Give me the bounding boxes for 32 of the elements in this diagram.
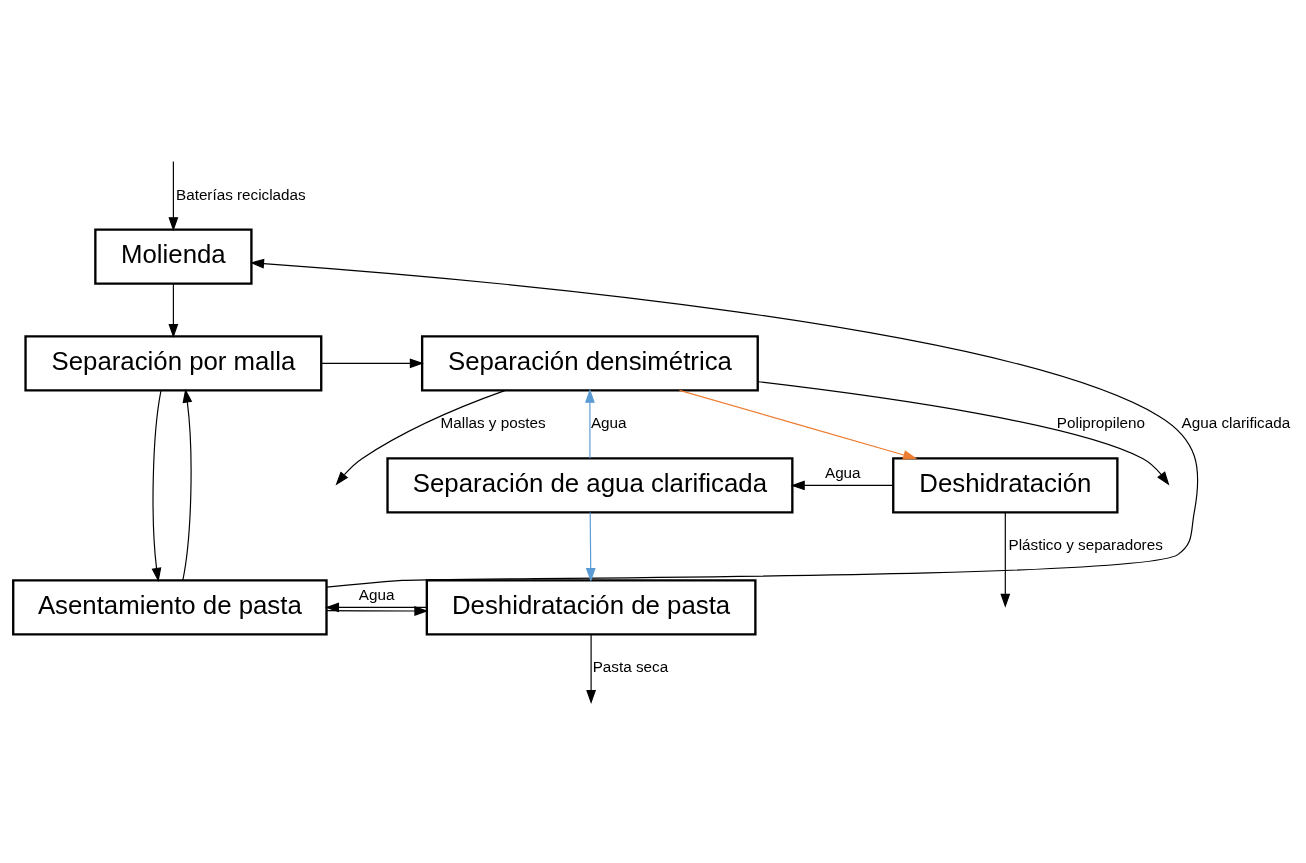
arrow [335, 389, 506, 485]
node-box: Separación densimétrica [420, 334, 759, 392]
node-box: Deshidratación de pasta [425, 578, 757, 636]
arrow [1000, 511, 1011, 608]
arrow [151, 389, 162, 582]
edge-label: Plástico y separadores [1008, 535, 1163, 553]
arrow [324, 602, 428, 612]
arrow [585, 511, 596, 582]
arrow [250, 258, 1199, 588]
arrow [586, 633, 597, 704]
edge-label: Mallas y postes [440, 413, 546, 431]
arrow [168, 282, 179, 338]
edge-label: Baterías recicladas [176, 185, 306, 203]
node-box: Separación por malla [24, 334, 323, 392]
edge-label: Pasta seca [592, 657, 669, 675]
edge-label: Agua clarificada [1181, 413, 1291, 431]
edge-label: Agua [590, 413, 627, 431]
node-box: Separación de agua clarificada [386, 456, 794, 514]
node-box: Deshidratación [892, 456, 1119, 514]
arrow [585, 388, 595, 459]
arrow [757, 380, 1170, 486]
arrow [678, 389, 918, 460]
node-box: Molienda [94, 227, 253, 285]
arrow [790, 479, 894, 490]
edge-label: Agua [824, 463, 861, 481]
edge-label: Agua [358, 585, 395, 603]
arrow [326, 605, 429, 616]
arrow [182, 388, 193, 581]
arrow [168, 160, 179, 231]
arrow [320, 357, 424, 368]
edge-label: Polipropileno [1056, 413, 1146, 431]
node-box: Asentamiento de pasta [12, 578, 328, 636]
